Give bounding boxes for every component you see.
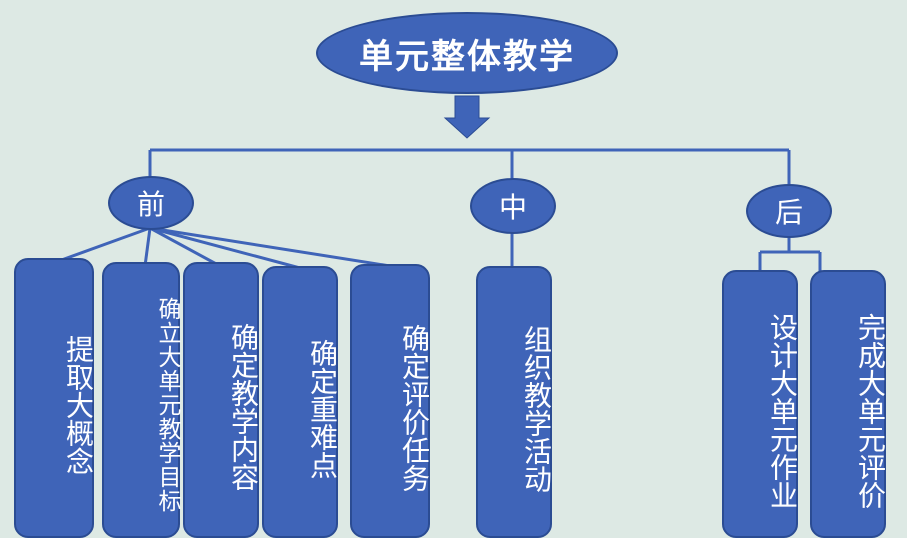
before-item-box: 确定教学内容: [183, 262, 260, 538]
before-item-box: 确立大单元教学目标: [102, 262, 180, 538]
before-item-box: 提取大概念: [14, 258, 95, 538]
before-item-box: 确定重难点: [262, 266, 339, 538]
root-node: 单元整体教学: [316, 12, 618, 94]
middle-item-box: 组织教学活动: [476, 266, 553, 538]
fan-line-3: [149, 226, 221, 268]
down-arrow: [443, 95, 491, 139]
after-item-box: 完成大单元评价: [810, 270, 887, 538]
before-item-box: 确定评价任务: [350, 264, 431, 538]
phase-middle-node: 中: [470, 178, 556, 234]
fan-line-2: [143, 227, 152, 267]
phase-before-node: 前: [108, 176, 194, 230]
fan-line-1: [55, 226, 151, 264]
phase-after-node: 后: [746, 184, 832, 238]
after-item-box: 设计大单元作业: [722, 270, 799, 538]
fan-line-4: [149, 226, 301, 270]
fan-line-5: [149, 226, 391, 268]
